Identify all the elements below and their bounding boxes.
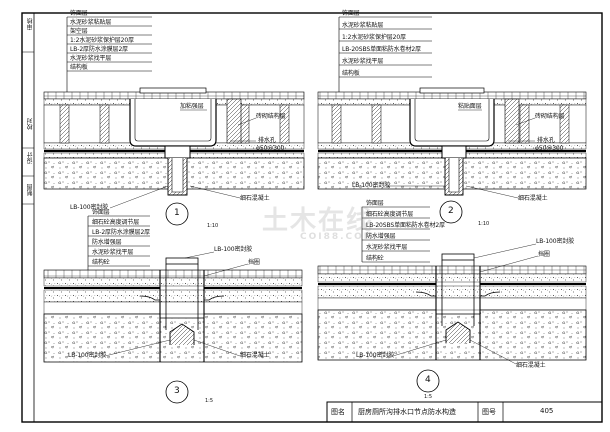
title-label-name: 图名 — [331, 408, 345, 416]
d2-callout-drain-spec: φ50@300 — [535, 145, 564, 152]
d3-layer-2: 细石砼高度调节层 — [92, 219, 140, 226]
d4-scale: 1:5 — [424, 394, 433, 400]
d3-layer-3: LB-2厚防水涂膜层2厚 — [92, 229, 151, 236]
d4-layer-5: 水泥砂浆找平层 — [366, 244, 408, 251]
d2-layer-3: 1:2水泥砂浆保护层20厚 — [342, 34, 406, 41]
d3-layer-5: 水泥砂浆找平层 — [92, 249, 134, 256]
d1-callout-fill: 细石混凝土 — [240, 195, 270, 202]
d1-callout-right: 砖砌结构层 — [256, 113, 286, 120]
detail-4-number-circle — [416, 369, 440, 393]
detail-1-number-circle — [165, 202, 189, 226]
d3-callout-sealant: LB-100密封胶 — [68, 352, 107, 359]
d4-layer-6: 结构砼 — [366, 255, 384, 262]
side-label-design: 设计 — [27, 152, 34, 164]
d1-layer-3: 架空层 — [70, 28, 88, 35]
detail-2-section — [317, 16, 587, 224]
d1-callout-drain: 排水孔 — [258, 137, 276, 144]
d4-layer-3: LB-20SBS单面粘防水卷材2厚 — [366, 222, 446, 229]
d1-number: 1 — [174, 208, 180, 218]
d2-layer-1: 饰面层 — [342, 10, 360, 17]
d2-number: 2 — [448, 206, 454, 216]
side-label-check: 校对 — [27, 118, 34, 130]
d4-callout-top: LB-100密封胶 — [536, 238, 575, 245]
detail-1-section — [43, 16, 305, 226]
detail-2-number-circle — [439, 200, 463, 224]
d1-layer-5: LB-2厚防水涂膜层2厚 — [70, 46, 129, 53]
d2-layer-4: LB-20SBS单面粘防水卷材2厚 — [342, 46, 422, 53]
d4-layer-2: 细石砼高度调节层 — [366, 211, 414, 218]
d4-callout-right: 挡圈 — [538, 251, 550, 258]
d4-layer-4: 防水增强层 — [366, 233, 396, 240]
drawing-title: 厨房厕所沟排水口节点防水构造 — [358, 408, 456, 416]
watermark-sub: COI88.COM — [300, 232, 375, 242]
sheet-border — [21, 12, 603, 423]
title-label-number: 图号 — [482, 408, 496, 416]
d1-layer-1: 饰面层 — [70, 10, 88, 17]
d1-layer-6: 水泥砂浆找平层 — [70, 55, 112, 62]
d2-callout-sealant: LB-100密封胶 — [352, 182, 391, 189]
d2-layer-2: 水泥砂浆粘贴层 — [342, 22, 384, 29]
detail-4-section — [317, 206, 587, 393]
side-label-review: 审核 — [27, 18, 34, 30]
watermark-text: 土木在线 — [262, 206, 375, 236]
d2-callout-fill: 细石混凝土 — [518, 195, 548, 202]
d4-number: 4 — [425, 375, 431, 385]
d4-layer-1: 饰面层 — [366, 200, 384, 207]
d3-layer-1: 饰面层 — [92, 209, 110, 216]
d1-scale: 1:10 — [207, 223, 219, 229]
d3-callout-fill: 细石混凝土 — [240, 352, 270, 359]
d1-callout-center: 加粘强层 — [180, 103, 204, 110]
d3-layer-6: 结构砼 — [92, 259, 110, 266]
d3-scale: 1:5 — [205, 398, 214, 404]
d3-number: 3 — [174, 386, 180, 396]
detail-3-section — [43, 215, 303, 404]
d1-callout-sealant: LB-100密封胶 — [70, 204, 109, 211]
d1-layer-4: 1:2水泥砂浆保护层20厚 — [70, 37, 134, 44]
d1-callout-drain-spec: φ50@300 — [256, 145, 285, 152]
d2-callout-center: 粘贴面层 — [458, 103, 482, 110]
d2-callout-right: 砖砌结构层 — [535, 113, 565, 120]
d2-callout-drain: 排水孔 — [537, 137, 555, 144]
d2-layer-5: 水泥砂浆找平层 — [342, 58, 384, 65]
d1-layer-2: 水泥砂浆粘贴层 — [70, 19, 112, 26]
d3-layer-4: 防水增强层 — [92, 239, 122, 246]
d4-callout-sealant: LB-100密封胶 — [356, 352, 395, 359]
d4-callout-fill: 细石混凝土 — [516, 362, 546, 369]
d2-layer-6: 结构板 — [342, 70, 360, 77]
d3-callout-right: 挡圈 — [248, 259, 260, 266]
drawing-number: 405 — [540, 407, 554, 415]
d2-scale: 1:10 — [478, 221, 490, 227]
detail-3-number-circle — [165, 380, 189, 404]
side-label-drafting: 制图 — [27, 184, 34, 196]
title-block — [326, 401, 603, 423]
d3-callout-top: LB-100密封胶 — [214, 246, 253, 253]
d1-layer-7: 结构板 — [70, 64, 88, 71]
